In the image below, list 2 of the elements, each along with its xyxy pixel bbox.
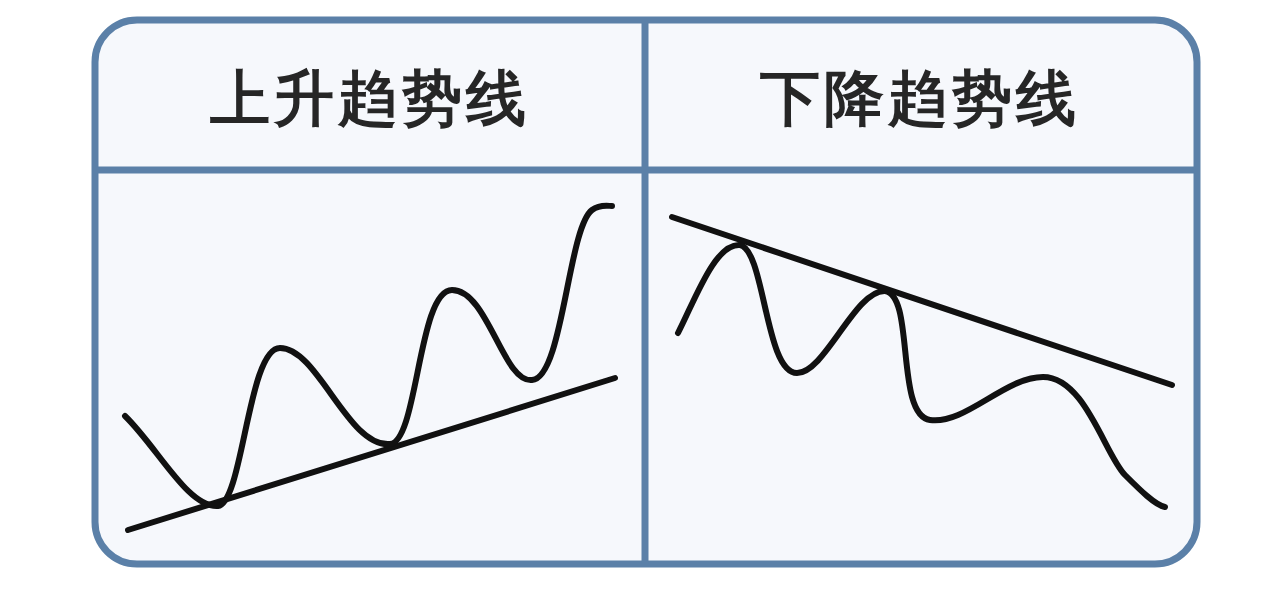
column-heading: 下降趋势线	[760, 68, 1080, 128]
column-heading: 上升趋势线	[210, 68, 530, 128]
